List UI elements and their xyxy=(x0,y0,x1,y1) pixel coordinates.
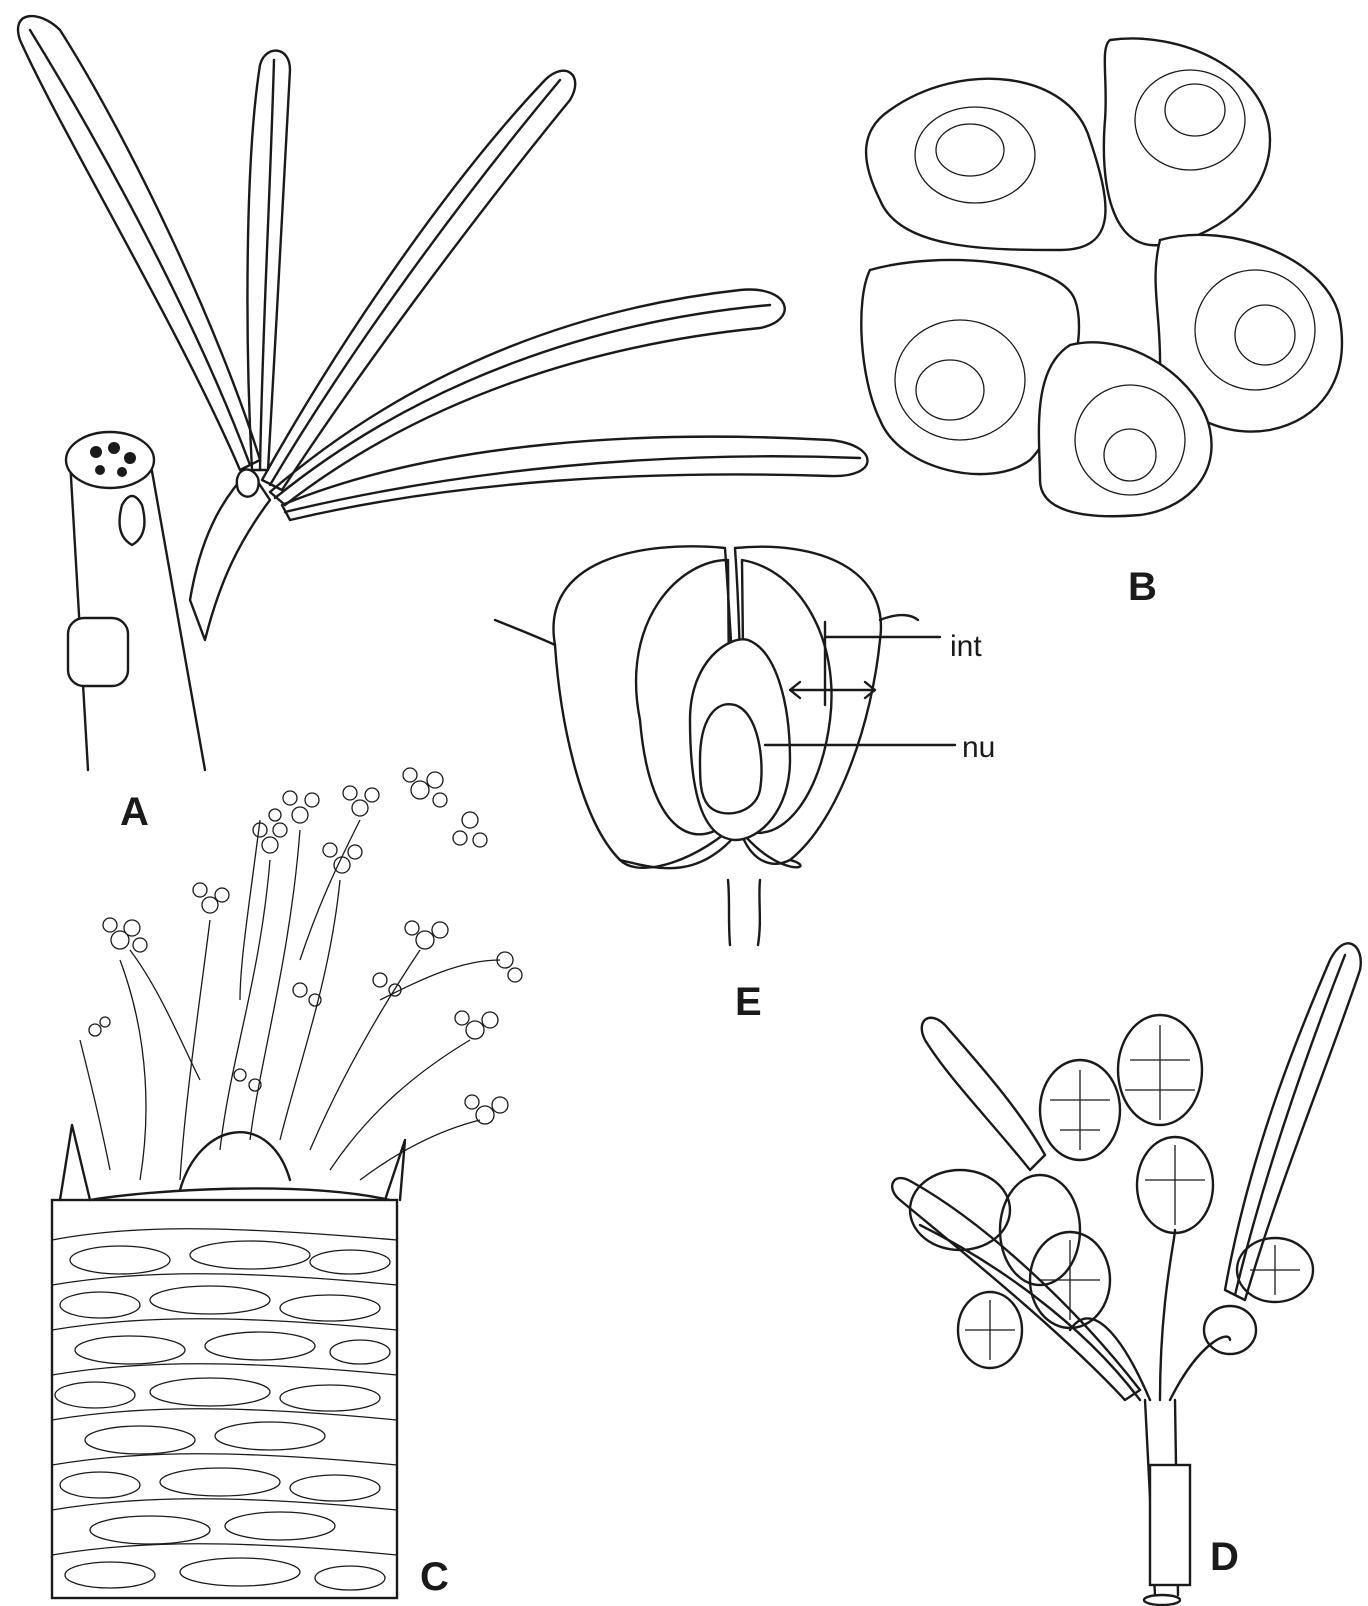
section-b1 xyxy=(866,79,1105,250)
needle-leaf-3 xyxy=(262,71,575,490)
panel-c-label: C xyxy=(420,1555,449,1599)
panel-d-label: D xyxy=(1210,1535,1239,1579)
panel-c-strobilus xyxy=(52,768,522,1598)
panel-a-label: A xyxy=(120,790,149,834)
needle-leaf-2 xyxy=(247,51,290,470)
needle-leaf-1 xyxy=(18,16,260,470)
sporangia-cluster xyxy=(910,1015,1313,1368)
panel-d-fertile-shoot xyxy=(892,943,1361,1605)
panel-b-label: B xyxy=(1128,565,1157,609)
panel-e-ovule-section xyxy=(495,546,955,945)
panel-b-cross-sections xyxy=(861,38,1342,516)
integument-label: int xyxy=(950,630,982,663)
needle-leaf-4 xyxy=(270,290,785,505)
integument-callout-line xyxy=(825,622,940,705)
nucellus-label: nu xyxy=(962,731,995,764)
section-b2 xyxy=(1104,38,1270,245)
panel-e-label: E xyxy=(735,980,762,1024)
